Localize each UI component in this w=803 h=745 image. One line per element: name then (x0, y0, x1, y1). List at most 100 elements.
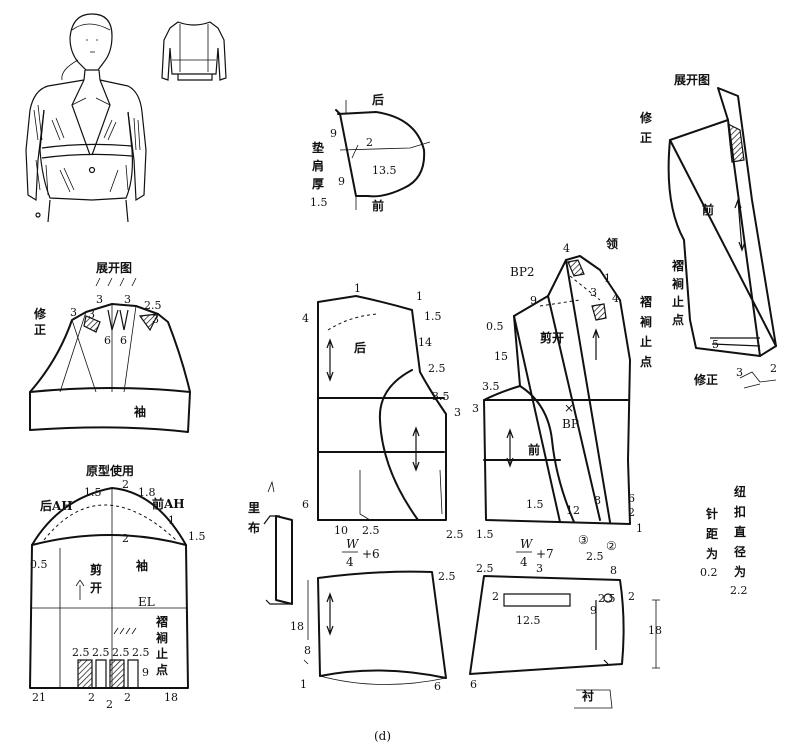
shoulder-pad-thickness: 1.5 (310, 196, 328, 209)
front-dim-19: 3 (536, 562, 543, 575)
front-pleat-stop-2: 裥 (640, 314, 652, 329)
prototype-bottom-dim-3: 2 (106, 698, 113, 711)
shoulder-pad-dim-2: 2 (366, 136, 373, 149)
jacket-back-view-illustration (161, 21, 227, 81)
front-pleat-stop-4: 点 (640, 354, 652, 369)
sleeve-dim-7: 6 (104, 334, 111, 347)
lining-diagram: 里 布 (248, 480, 293, 605)
back-waist-formula-numerator: W (346, 537, 360, 551)
shoulder-pad-diagram: 后 前 9 2 13.5 9 垫 肩 厚 1.5 (310, 92, 431, 213)
back-dim-17: 6 (434, 680, 441, 693)
front-expansion-correction-2: 正 (640, 131, 652, 145)
front-expansion-dim-2: 3 (736, 366, 743, 379)
prototype-dim-1: 1.5 (84, 486, 102, 499)
front-dim-8: 3.5 (482, 380, 500, 393)
back-dim-2: 1 (416, 290, 423, 303)
prototype-bottom-dim-1: 21 (32, 691, 46, 704)
prototype-use-diagram: 原型使用 后AH 前AH 1.5 2 1.8 1 1.5 0.5 2 剪 开 袖… (29, 463, 206, 711)
prototype-el-label: EL (138, 595, 155, 609)
front-dim-15: 1 (636, 522, 643, 535)
front-bodice-diagram: 4 领 BP2 1 9 3 4 0.5 剪开 褶 裥 止 点 15 3.5 3 … (469, 236, 662, 709)
prototype-cut-open-1: 剪 (90, 562, 102, 577)
jacket-figure-illustration (25, 13, 147, 223)
front-dim-26: 18 (648, 624, 662, 637)
back-dim-4: 1.5 (424, 310, 442, 323)
sleeve-dim-1: 3 (70, 306, 77, 319)
front-lining-short-label: 衬 (582, 688, 594, 703)
shoulder-pad-dim-1: 9 (330, 127, 337, 140)
back-dim-11: 2.5 (362, 524, 380, 537)
prototype-dim-nine: 9 (142, 666, 149, 679)
stitch-spacing-2: 距 (706, 527, 718, 541)
shoulder-pad-front-label: 前 (372, 198, 384, 213)
front-dim-5: 4 (612, 292, 619, 305)
front-dim-9: 3 (472, 402, 479, 415)
stitch-spacing-3: 为 (706, 546, 718, 561)
sleeve-dim-3: 3 (124, 293, 131, 306)
shoulder-pad-side-label-2: 肩 (312, 158, 324, 173)
front-dim-22: 2.5 (598, 592, 616, 605)
front-waist-formula-suffix: +7 (536, 547, 554, 561)
sleeve-dim-5: 3 (88, 308, 95, 321)
prototype-pleat-stop-2: 裥 (156, 630, 168, 645)
front-dim-11: 8 (594, 494, 601, 507)
prototype-pleat-stop-4: 点 (156, 662, 168, 677)
back-dim-1: 1 (354, 282, 361, 295)
sleeve-label: 袖 (134, 404, 146, 419)
back-dim-14: 18 (290, 620, 304, 633)
front-circled-2: ② (606, 539, 617, 553)
front-circled-3: ③ (578, 533, 589, 547)
front-bp-label: BP (562, 417, 579, 431)
front-expansion-pleat-2: 裥 (672, 276, 684, 291)
prototype-pleat-stop-1: 褶 (156, 614, 168, 629)
back-dim-16: 1 (300, 678, 307, 691)
prototype-bottom-dim-2: 2 (88, 691, 95, 704)
back-bodice-diagram: 后 1 1 4 1.5 14 2.5 3.5 3 6 10 2.5 2.5 W … (290, 282, 464, 693)
prototype-pleat-dim-4: 2.5 (132, 646, 150, 659)
front-pleat-stop-3: 止 (640, 334, 652, 349)
front-expansion-correction-bottom: 修正 (693, 372, 718, 387)
prototype-dim-3: 1.8 (138, 486, 156, 499)
back-dim-3: 4 (302, 312, 309, 325)
prototype-sleeve-label: 袖 (136, 558, 148, 573)
button-diameter-6: 2.2 (730, 584, 748, 597)
sleeve-correction-2: 正 (34, 323, 46, 337)
front-collar-label: 领 (606, 236, 618, 251)
front-dim-20: 2 (492, 590, 499, 603)
front-dim-21: 8 (610, 564, 617, 577)
sleeve-dim-8: 6 (120, 334, 127, 347)
shoulder-pad-back-label: 后 (372, 92, 384, 107)
front-bp2-label: BP2 (510, 265, 535, 279)
front-expansion-dim-3: 2 (770, 362, 777, 375)
front-dim-7: 15 (494, 350, 508, 363)
prototype-dim-mid: 2 (122, 532, 129, 545)
front-dim-2: 1 (604, 272, 611, 285)
front-waist-formula-denominator: 4 (520, 555, 528, 569)
front-waist-formula-numerator: W (520, 537, 534, 551)
sleeve-dim-4: 2.5 (144, 299, 162, 312)
front-expansion-diagram: 展开图 修 正 前 褶 裥 止 点 5 3 2 修正 (639, 73, 777, 389)
front-dim-16: 1.5 (476, 528, 494, 541)
prototype-dim-side: 0.5 (30, 558, 48, 571)
back-dim-6: 2.5 (428, 362, 446, 375)
front-dim-14: 2 (628, 506, 635, 519)
front-dim-13: 6 (628, 492, 635, 505)
front-expansion-pleat-3: 止 (672, 294, 684, 309)
stitch-spacing-1: 针 (706, 506, 718, 521)
front-bodice-title: 前 (528, 442, 540, 457)
button-diameter-2: 扣 (734, 504, 746, 519)
back-bodice-title: 后 (354, 340, 366, 355)
front-dim-4: 3 (590, 286, 597, 299)
prototype-dim-2: 2 (122, 478, 129, 491)
front-dim-6: 0.5 (486, 320, 504, 333)
back-waist-formula-suffix: +6 (362, 547, 380, 561)
prototype-use-title: 原型使用 (86, 463, 134, 478)
button-diameter-4: 径 (734, 544, 746, 559)
prototype-pleat-dim-3: 2.5 (112, 646, 130, 659)
front-dim-18: 2.5 (476, 562, 494, 575)
front-dim-25: 9 (590, 604, 597, 617)
sleeve-expansion-title: 展开图 (96, 261, 132, 275)
back-dim-13: 2.5 (438, 570, 456, 583)
sleeve-correction-1: 修 (33, 306, 47, 321)
